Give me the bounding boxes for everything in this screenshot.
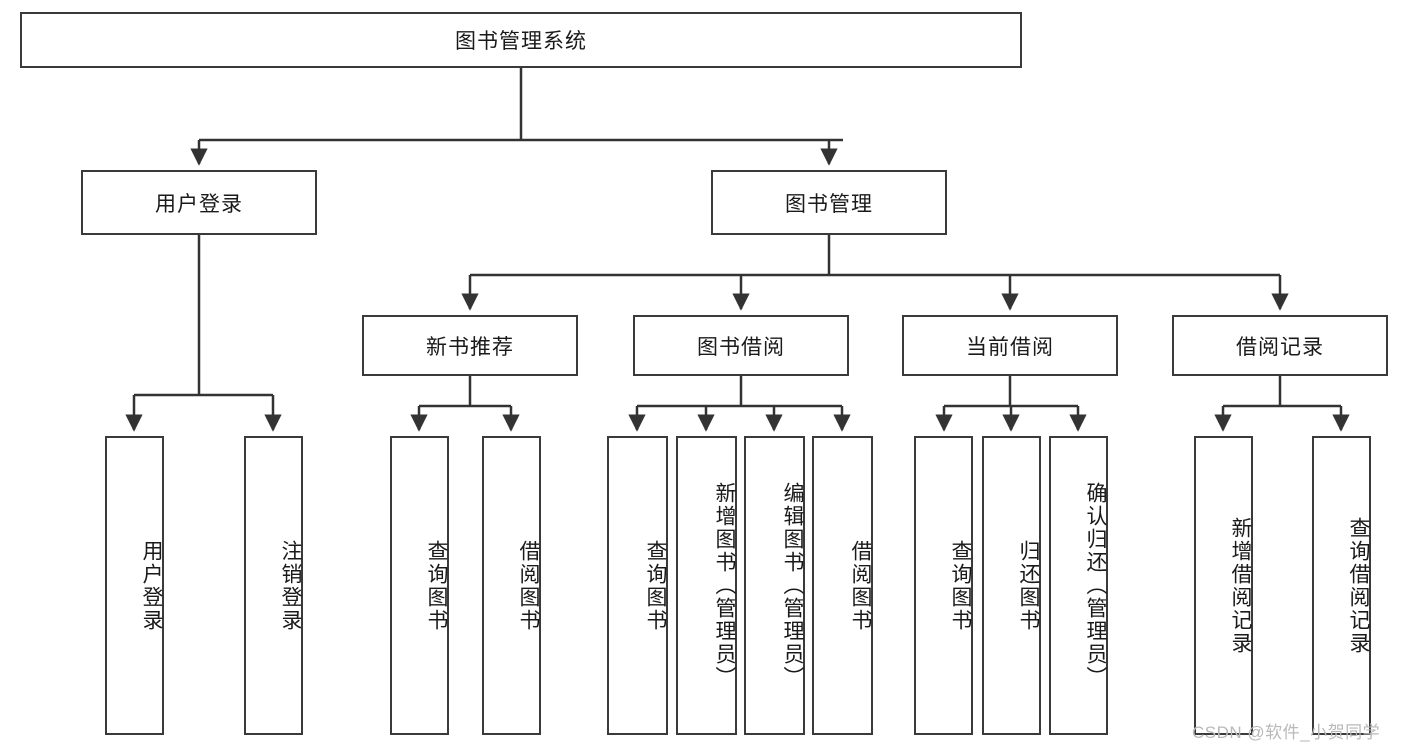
node-root-label: 图书管理系统 xyxy=(455,30,587,53)
leaf-confirm-return-admin-label: 确认归还（管理员） xyxy=(1084,482,1107,689)
leaf-borrow-book[interactable]: 借阅图书 xyxy=(812,436,873,735)
leaf-borrow-book-newbook-label: 借阅图书 xyxy=(517,539,540,632)
leaf-query-borrow-record-label: 查询借阅记录 xyxy=(1347,516,1370,655)
leaf-add-book-admin[interactable]: 新增图书（管理员） xyxy=(676,436,737,735)
node-borrow-record-label: 借阅记录 xyxy=(1236,335,1324,359)
leaf-edit-book-admin-label: 编辑图书（管理员） xyxy=(781,482,804,689)
leaf-logout-label: 注销登录 xyxy=(279,539,302,632)
leaf-user-login-label: 用户登录 xyxy=(140,539,163,632)
node-book-borrow-label: 图书借阅 xyxy=(697,335,785,359)
leaf-add-borrow-record-label: 新增借阅记录 xyxy=(1229,516,1252,655)
leaf-logout[interactable]: 注销登录 xyxy=(244,436,303,735)
leaf-query-book-borrow[interactable]: 查询图书 xyxy=(607,436,668,735)
leaf-return-book[interactable]: 归还图书 xyxy=(982,436,1041,735)
node-borrow-record[interactable]: 借阅记录 xyxy=(1172,315,1388,376)
leaf-add-book-admin-label: 新增图书（管理员） xyxy=(713,482,736,689)
node-user-login[interactable]: 用户登录 xyxy=(81,170,317,235)
node-book-management-label: 图书管理 xyxy=(785,192,873,216)
leaf-query-book-newbook[interactable]: 查询图书 xyxy=(390,436,449,735)
node-root[interactable]: 图书管理系统 xyxy=(20,12,1022,68)
leaf-borrow-book-newbook[interactable]: 借阅图书 xyxy=(482,436,541,735)
node-new-book-recommend-label: 新书推荐 xyxy=(426,335,514,359)
watermark: CSDN @软件_小贺同学 xyxy=(1192,723,1381,742)
leaf-borrow-book-label: 借阅图书 xyxy=(849,539,872,632)
leaf-user-login[interactable]: 用户登录 xyxy=(105,436,164,735)
node-book-management[interactable]: 图书管理 xyxy=(711,170,947,235)
leaf-query-book-current-label: 查询图书 xyxy=(949,539,972,632)
node-book-borrow[interactable]: 图书借阅 xyxy=(633,315,849,376)
leaf-confirm-return-admin[interactable]: 确认归还（管理员） xyxy=(1049,436,1108,735)
node-user-login-label: 用户登录 xyxy=(155,192,243,216)
node-new-book-recommend[interactable]: 新书推荐 xyxy=(362,315,578,376)
leaf-query-book-newbook-label: 查询图书 xyxy=(425,539,448,632)
leaf-query-book-current[interactable]: 查询图书 xyxy=(914,436,973,735)
leaf-query-book-borrow-label: 查询图书 xyxy=(644,539,667,632)
leaf-edit-book-admin[interactable]: 编辑图书（管理员） xyxy=(744,436,805,735)
leaf-return-book-label: 归还图书 xyxy=(1017,539,1040,632)
leaf-query-borrow-record[interactable]: 查询借阅记录 xyxy=(1312,436,1371,735)
leaf-add-borrow-record[interactable]: 新增借阅记录 xyxy=(1194,436,1253,735)
node-current-borrow-label: 当前借阅 xyxy=(966,335,1054,359)
node-current-borrow[interactable]: 当前借阅 xyxy=(902,315,1118,376)
